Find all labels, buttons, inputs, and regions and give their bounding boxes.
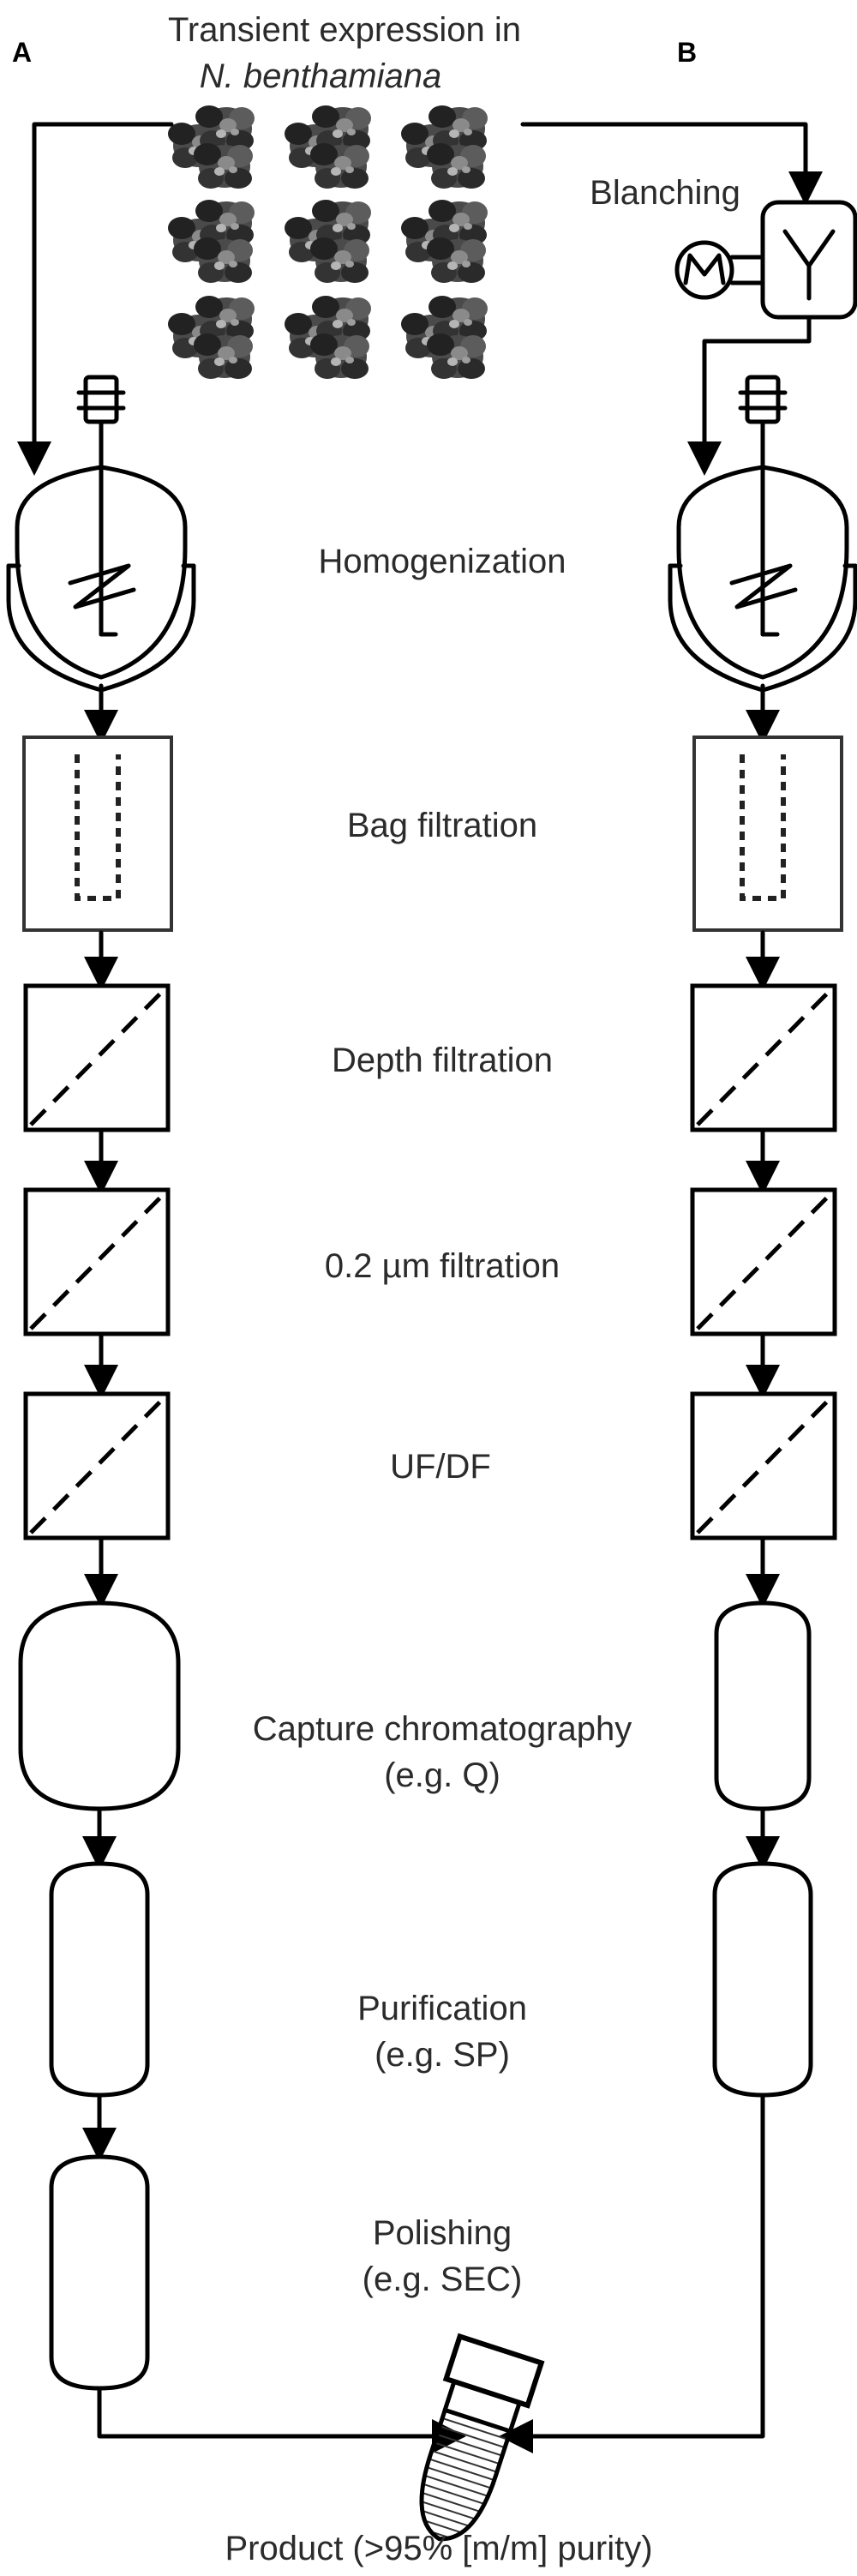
column-b: Blanching (499, 122, 857, 2453)
step-label-polishing-1: Polishing (373, 2214, 512, 2252)
plant-grid (168, 105, 488, 379)
capture-column-a (18, 1600, 181, 1811)
sterile-filter-b (690, 1187, 837, 1336)
step-label-homogenization: Homogenization (318, 543, 566, 580)
purification-column-b (712, 1861, 813, 2098)
product-label: Product (>95% [m/m] purity) (225, 2530, 652, 2567)
ufdf-unit-b (690, 1391, 837, 1540)
product-tube-icon (419, 2333, 545, 2542)
bag-filter-b (692, 736, 843, 932)
arrow-blancher-to-reactor-b (687, 316, 812, 476)
capture-column-b (714, 1600, 812, 1811)
blancher (674, 200, 857, 320)
arrow-plants-to-blancher (520, 122, 823, 206)
step-label-capture-1: Capture chromatography (253, 1710, 632, 1748)
column-a (6, 122, 466, 2453)
purification-column-a (49, 1861, 150, 2098)
step-label-bag-filtration: Bag filtration (347, 807, 537, 844)
arrow-a-to-product (97, 2387, 466, 2453)
step-label-depth-filtration: Depth filtration (332, 1042, 553, 1079)
step-label-purification-2: (e.g. SP) (375, 2036, 510, 2074)
arrow-b-to-product (499, 2094, 765, 2453)
bag-filter-a (22, 736, 173, 932)
title-line-2: N. benthamiana (200, 57, 441, 95)
depth-filter-b (690, 983, 837, 1132)
sterile-filter-a (23, 1187, 171, 1336)
panel-label-a: A (12, 37, 32, 68)
polishing-column-a (49, 2154, 150, 2391)
step-label-0-2-filtration: 0.2 µm filtration (325, 1247, 560, 1285)
depth-filter-a (23, 983, 171, 1132)
title-line-1: Transient expression in (168, 11, 521, 49)
step-label-ufdf: UF/DF (390, 1448, 491, 1486)
step-label-capture-2: (e.g. Q) (384, 1756, 500, 1794)
step-label-polishing-2: (e.g. SEC) (363, 2261, 523, 2298)
arrow-plants-to-reactor-a (17, 122, 174, 476)
panel-label-b: B (677, 37, 697, 68)
ufdf-unit-a (23, 1391, 171, 1540)
step-label-blanching: Blanching (590, 174, 740, 212)
step-label-purification-1: Purification (357, 1990, 527, 2027)
homogenizer-b (668, 375, 857, 693)
